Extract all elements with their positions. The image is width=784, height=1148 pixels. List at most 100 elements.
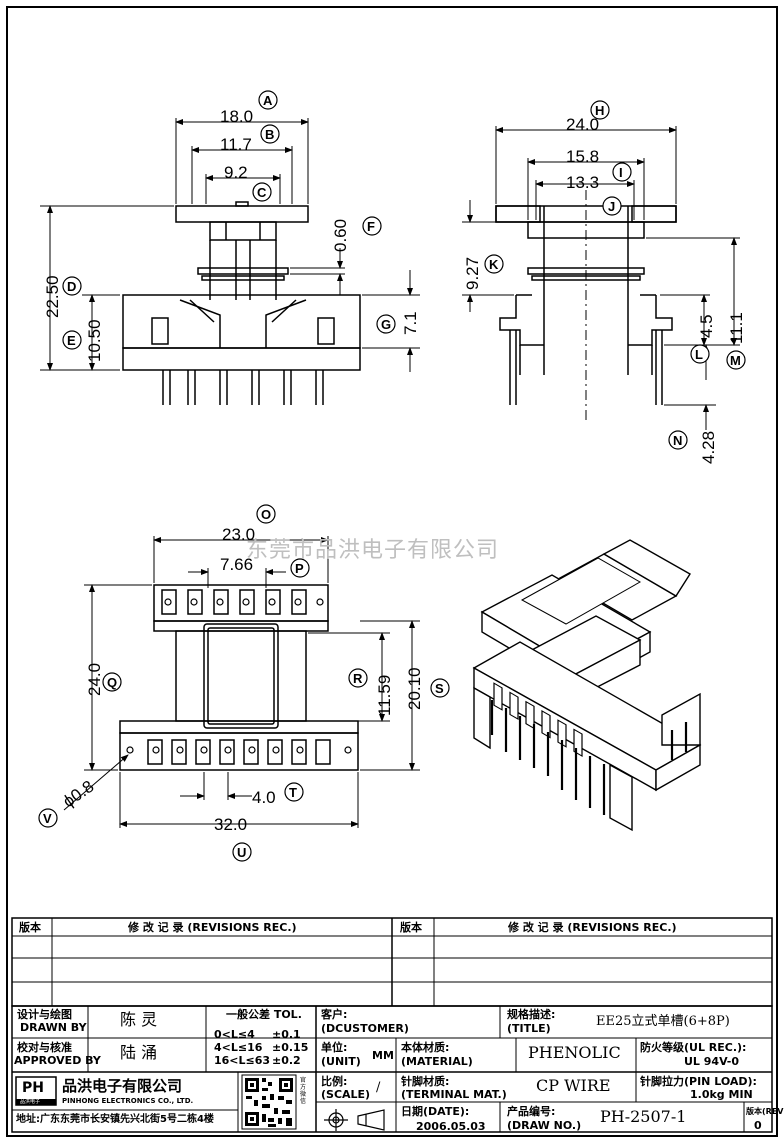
callout-l: L	[690, 344, 710, 364]
tolerance-title: 一般公差 TOL.	[226, 1008, 302, 1021]
designer-name: 陈 灵	[120, 1010, 158, 1029]
dim-i-value: 15.8	[566, 147, 599, 166]
drawno-label-en: (DRAW NO.)	[507, 1119, 582, 1132]
pin-load-label: 针脚拉力(PIN LOAD):	[640, 1075, 757, 1088]
dim-t-value: 4.0	[252, 788, 276, 807]
callout-m: M	[726, 350, 746, 370]
callout-p: P	[290, 558, 310, 578]
title-block-grid	[11, 1005, 773, 1133]
customer-label-cn: 客户:	[321, 1008, 348, 1021]
dim-l-value: 4.5	[697, 314, 716, 338]
svg-text:Q: Q	[107, 675, 117, 690]
rev-rec-header-right: 修 改 记 录 (REVISIONS REC.)	[508, 921, 677, 934]
svg-text:J: J	[608, 199, 615, 214]
dim-k-value: 9.27	[463, 257, 482, 290]
material-label-en: (MATERIAL)	[401, 1055, 473, 1068]
rev-ver-header-right: 版本	[400, 921, 422, 934]
dim-o-value: 23.0	[222, 525, 255, 544]
bottom-pin-slots	[147, 739, 331, 765]
title-label-cn: 规格描述:	[507, 1008, 556, 1021]
callout-n: N	[668, 430, 688, 450]
dim-d-value: 22.50	[43, 275, 62, 318]
bottom-view-dimensions	[63, 536, 420, 828]
dim-b-value: 11.7	[220, 135, 252, 154]
dim-u-value: 32.0	[214, 815, 247, 834]
designer-label-en: DRAWN BY	[20, 1021, 87, 1034]
dim-h-value: 24.0	[566, 115, 599, 134]
bottom-view	[119, 584, 359, 771]
svg-text:G: G	[381, 317, 391, 332]
front-view	[122, 201, 361, 405]
rev-label: 版本(REV):	[746, 1107, 784, 1116]
qr-code	[241, 1074, 297, 1130]
callout-e: E	[62, 330, 82, 350]
terminal-label-cn: 针脚材质:	[401, 1075, 450, 1088]
material-label-cn: 本体材质:	[401, 1041, 450, 1054]
rev-value: 0	[754, 1119, 762, 1132]
scale-label-en: (SCALE)	[321, 1088, 371, 1101]
material-value: PHENOLIC	[528, 1043, 621, 1062]
callout-b: B	[260, 124, 280, 144]
callout-bubbles: A B C D E F G H I J K L M N O P Q R S T …	[38, 90, 746, 862]
svg-text:P: P	[295, 561, 304, 576]
svg-text:V: V	[43, 811, 52, 826]
dim-p-value: 7.66	[220, 555, 253, 574]
logo-sub: 品洪电子	[20, 1099, 41, 1105]
company-address: 地址:广东东莞市长安镇先兴北街5号二栋4楼	[16, 1114, 214, 1125]
pin-load-value: 1.0kg MIN	[690, 1088, 753, 1101]
dim-j-value: 13.3	[566, 173, 599, 192]
svg-text:K: K	[489, 257, 499, 272]
tol-value-1: ±0.1	[272, 1028, 301, 1041]
tol-value-2: ±0.15	[272, 1041, 309, 1054]
unit-value: MM	[372, 1049, 394, 1062]
ul-label: 防火等级(UL REC.):	[640, 1041, 747, 1054]
drawno-value: PH-2507-1	[600, 1107, 687, 1126]
svg-text:D: D	[67, 279, 76, 294]
top-pin-slots	[161, 589, 307, 615]
callout-f: F	[362, 216, 382, 236]
rev-rec-header-left: 修 改 记 录 (REVISIONS REC.)	[128, 921, 297, 934]
side-view-dimensions	[462, 126, 740, 430]
logo-text: PH	[22, 1080, 44, 1096]
svg-text:M: M	[730, 353, 741, 368]
callout-r: R	[348, 668, 368, 688]
svg-text:C: C	[257, 185, 267, 200]
dim-n-value: 4.28	[699, 431, 718, 464]
svg-text:B: B	[265, 127, 274, 142]
dim-q-value: 24.0	[85, 663, 104, 696]
sheet-border	[6, 6, 778, 1137]
customer-label-en: (DCUSTOMER)	[321, 1022, 409, 1035]
callout-g: G	[376, 314, 396, 334]
callout-q: Q	[102, 672, 122, 692]
company-logo	[15, 1076, 57, 1106]
svg-text:S: S	[435, 681, 444, 696]
svg-text:U: U	[237, 845, 246, 860]
svg-text:N: N	[673, 433, 682, 448]
callout-i: I	[612, 162, 632, 182]
side-view	[495, 190, 677, 420]
callout-j: J	[602, 196, 622, 216]
unit-label-en: (UNIT)	[321, 1055, 361, 1068]
svg-text:L: L	[695, 347, 703, 362]
date-value: 2006.05.03	[416, 1120, 486, 1133]
svg-text:O: O	[261, 507, 271, 522]
terminal-value: CP WIRE	[536, 1076, 611, 1095]
svg-text:I: I	[619, 165, 623, 180]
dim-m-value: 11.1	[727, 312, 746, 344]
projection-symbol	[324, 1109, 385, 1131]
date-label: 日期(DATE):	[401, 1105, 470, 1118]
callout-v: V	[38, 808, 58, 828]
svg-text:T: T	[289, 785, 297, 800]
dim-r-value: 11.59	[375, 675, 394, 716]
tol-value-3: ±0.2	[272, 1054, 301, 1067]
dim-e-value: 10.50	[85, 319, 104, 362]
designer-label-cn: 设计与绘图	[17, 1008, 72, 1021]
callout-h: H	[590, 100, 610, 120]
callout-d: D	[62, 276, 82, 296]
callout-a: A	[258, 90, 278, 110]
approver-label-en: APPROVED BY	[14, 1054, 101, 1067]
approver-name: 陆 涌	[120, 1043, 158, 1062]
front-view-dimensions	[40, 118, 420, 372]
